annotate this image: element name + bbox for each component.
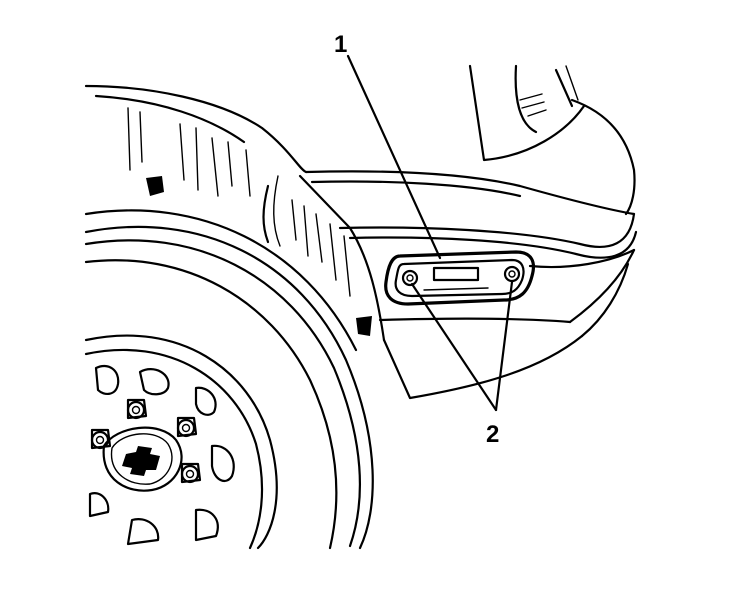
callout-leaders [346, 54, 514, 412]
lamp-fasteners [401, 265, 521, 287]
front-tire [84, 209, 374, 550]
leader-line-2a [410, 282, 498, 412]
front-bumper [304, 170, 638, 400]
fender-shading [127, 107, 351, 297]
fastener-right [503, 265, 521, 283]
upper-body [468, 64, 636, 216]
wheel-spoke-openings [88, 364, 235, 546]
fender-body [84, 84, 386, 342]
bowtie-emblem [122, 446, 160, 476]
leader-line-1 [346, 54, 442, 260]
lug-nuts [90, 398, 202, 484]
side-marker-lamp [384, 250, 536, 306]
fastener-left [401, 269, 419, 287]
callout-label-2: 2 [486, 421, 499, 448]
callout-label-1: 1 [334, 31, 347, 58]
leader-line-2b [494, 280, 514, 412]
wheel [84, 334, 278, 550]
